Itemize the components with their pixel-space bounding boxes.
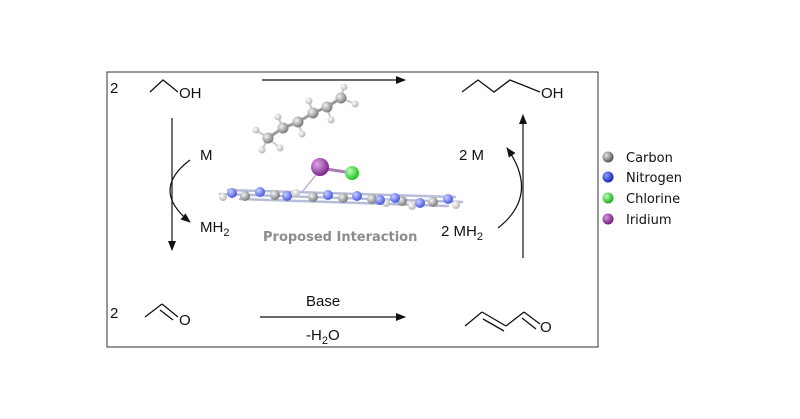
left-cycle-curved-arrow	[169, 159, 191, 223]
acetaldehyde-coefficient: 2	[110, 305, 118, 322]
crotonaldehyde-oxygen-label: O	[540, 319, 552, 336]
butanol-skeleton	[461, 79, 541, 93]
legend-item-nitrogen: Nitrogen	[602, 171, 682, 186]
legend-item-chlorine: Chlorine	[602, 192, 680, 207]
base-label: Base	[306, 293, 340, 310]
atom-legend: Carbon Nitrogen Chlorine Iridium	[602, 151, 682, 228]
chlorine-atom-swatch	[602, 192, 614, 204]
butanol-hydroxyl-label: OH	[541, 85, 564, 102]
legend-label-iridium: Iridium	[626, 213, 672, 228]
legend-item-iridium: Iridium	[602, 213, 672, 228]
legend-label-carbon: Carbon	[626, 151, 673, 166]
legend-item-carbon: Carbon	[602, 151, 673, 166]
ethanol-coefficient: 2	[110, 80, 118, 97]
scheme-frame	[106, 71, 599, 348]
right-cycle-curved-arrow	[497, 147, 523, 229]
acetaldehyde-skeleton	[144, 303, 179, 321]
carbon-atom-swatch	[602, 151, 614, 163]
legend-label-chlorine: Chlorine	[626, 192, 680, 207]
hexane-ball-and-stick-model	[252, 83, 359, 154]
ethanol-hydroxyl-label: OH	[179, 85, 202, 102]
crotonaldehyde-skeleton	[464, 311, 541, 332]
right-cycle-metal-label: 2 M	[459, 147, 484, 164]
proposed-interaction-caption: Proposed Interaction	[263, 230, 417, 245]
left-cycle-metal-label: M	[200, 147, 213, 164]
right-cycle-hydride-label: 2 MH2	[441, 223, 483, 243]
nitrogen-atom-swatch	[602, 171, 614, 183]
iridium-atom-swatch	[602, 213, 614, 225]
iridium-chloride-on-carbon-nitride-model	[218, 158, 464, 210]
acetaldehyde-oxygen-label: O	[179, 312, 191, 329]
ethanol-skeleton	[149, 79, 179, 93]
left-cycle-hydride-label: MH2	[200, 219, 229, 239]
water-loss-label: -H2O	[306, 327, 340, 347]
legend-label-nitrogen: Nitrogen	[626, 171, 682, 186]
